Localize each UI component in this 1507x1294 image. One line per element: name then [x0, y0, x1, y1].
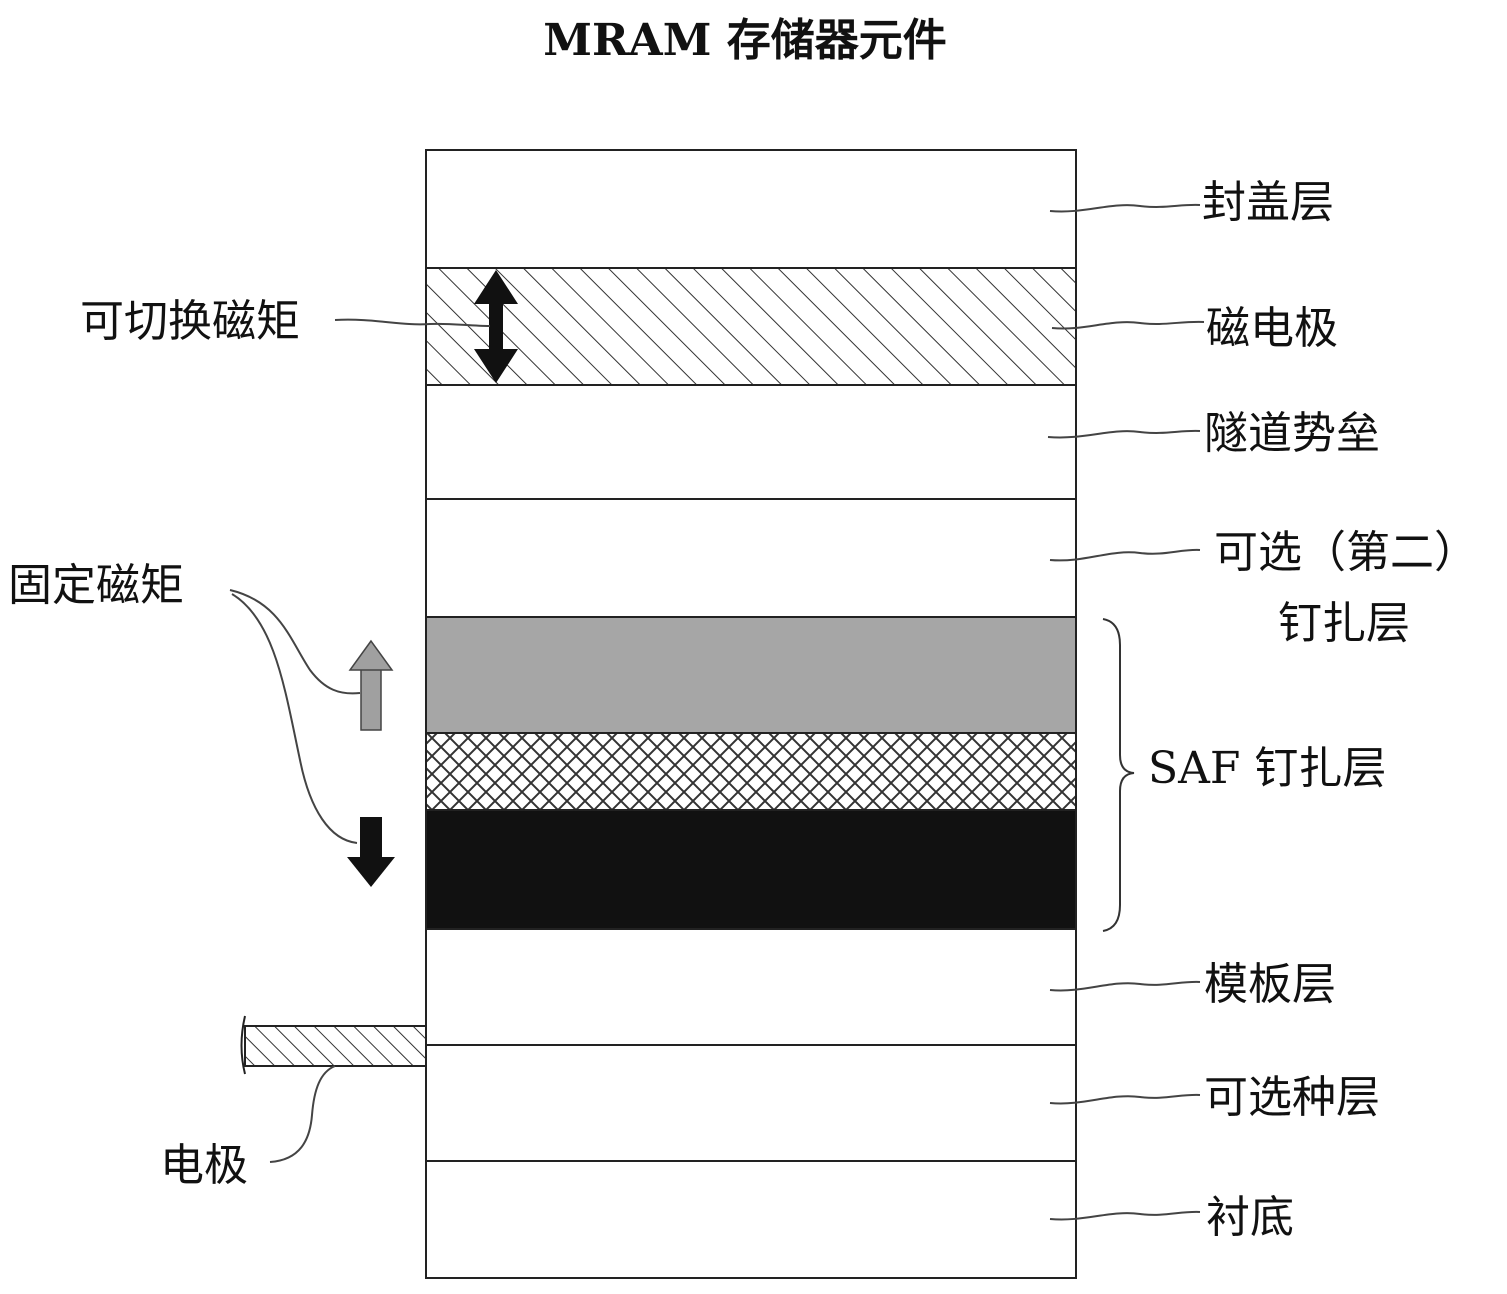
label-template: 模板层 — [1204, 959, 1336, 1010]
layer-optional-seed — [425, 1044, 1077, 1162]
leader-substrate — [1049, 1210, 1201, 1221]
label-optional-second-pinned-line2: 钉扎层 — [1278, 598, 1410, 649]
leader-fixed-moment-up — [229, 589, 361, 695]
down-arrow-icon — [347, 817, 395, 887]
label-optional-second-pinned-line1: 可选（第二） — [1214, 527, 1478, 578]
label-capping: 封盖层 — [1202, 177, 1334, 228]
left-labels: 可切换磁矩 固定磁矩 电极 — [8, 296, 300, 1191]
layer-saf-spacer — [425, 732, 1077, 811]
leader-tunnel-barrier — [1047, 429, 1201, 439]
leader-switchable-moment — [334, 318, 491, 327]
layer-capping — [425, 149, 1077, 269]
leader-optional-second-pinned — [1049, 548, 1201, 562]
leader-capping — [1049, 203, 1201, 213]
diagram-title: MRAM 存储器元件 — [543, 15, 946, 66]
label-tunnel-barrier: 隧道势垒 — [1204, 408, 1380, 459]
layer-stack — [425, 149, 1077, 1279]
layer-saf-bottom — [425, 809, 1077, 930]
label-substrate: 衬底 — [1206, 1192, 1294, 1243]
double-arrow-icon — [474, 270, 518, 383]
leader-magnetic-electrode — [1051, 320, 1205, 330]
layer-magnetic-electrode — [425, 267, 1077, 386]
saf-brace — [1102, 618, 1135, 932]
electrode-tab — [240, 1015, 427, 1075]
label-electrode: 电极 — [160, 1140, 248, 1191]
label-fixed-moment: 固定磁矩 — [8, 560, 184, 611]
leader-fixed-moment-down — [231, 593, 358, 844]
layer-substrate — [425, 1160, 1077, 1279]
leader-electrode — [269, 1065, 336, 1163]
leader-lines — [1047, 203, 1205, 1221]
layer-saf-top — [425, 616, 1077, 734]
layer-tunnel-barrier — [425, 384, 1077, 500]
layer-optional-second-pinned — [425, 498, 1077, 618]
label-optional-seed: 可选种层 — [1204, 1072, 1380, 1123]
leader-template — [1049, 980, 1201, 992]
up-arrow-icon — [348, 639, 394, 731]
label-magnetic-electrode: 磁电极 — [1206, 303, 1338, 354]
label-switchable-moment: 可切换磁矩 — [80, 296, 300, 347]
leader-optional-seed — [1049, 1093, 1201, 1105]
layer-template — [425, 928, 1077, 1046]
label-saf-pinned: SAF 钉扎层 — [1148, 743, 1386, 794]
right-labels: 封盖层 磁电极 隧道势垒 可选（第二） 钉扎层 SAF 钉扎层 模板层 可选种层… — [1148, 177, 1478, 1243]
